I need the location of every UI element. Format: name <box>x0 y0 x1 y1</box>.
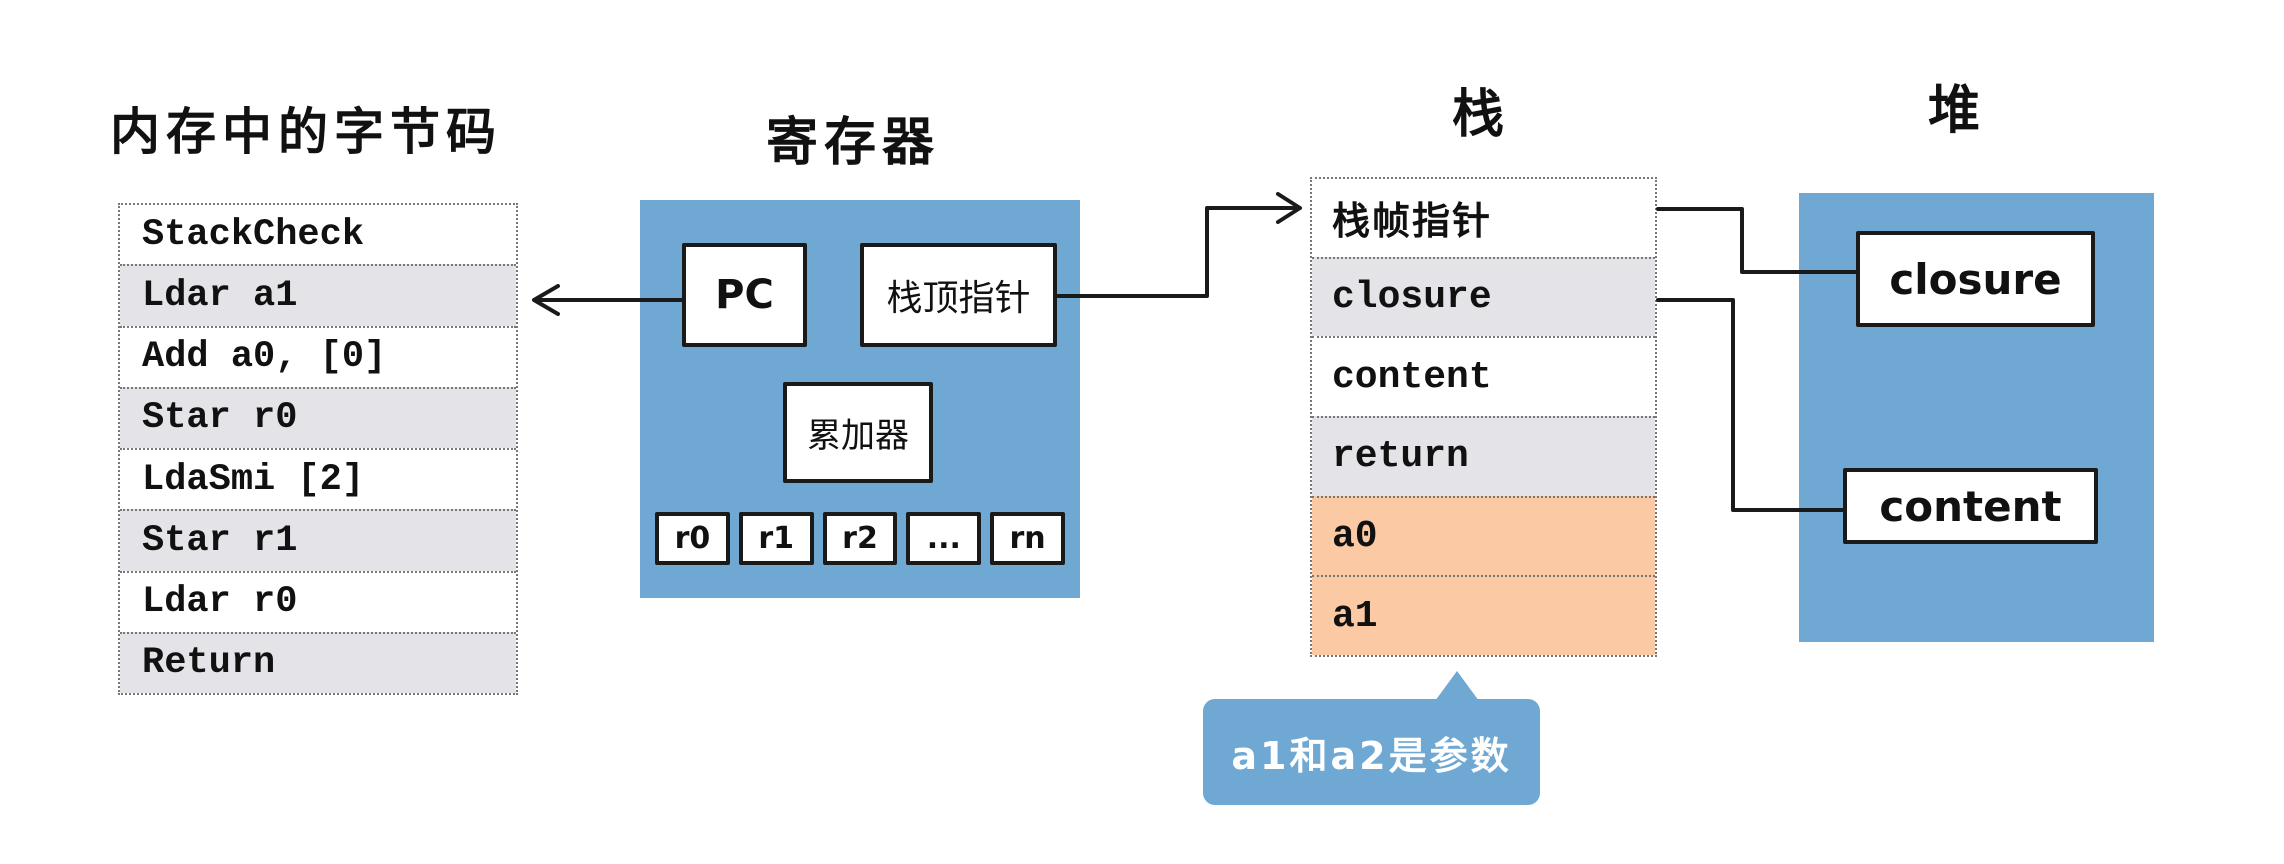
bytecode-section-title: 内存中的字节码 <box>110 103 502 161</box>
heap-closure-object: closure <box>1856 231 2095 327</box>
bytecode-row: Add a0, [0] <box>120 325 516 387</box>
heap-content-object: content <box>1843 468 2098 544</box>
stack-list: 栈帧指针 closure content return a0 a1 <box>1310 177 1657 657</box>
bytecode-row: StackCheck <box>142 213 365 256</box>
stack-row-a0: a0 <box>1312 495 1655 576</box>
stack-section-title: 栈 <box>1452 85 1511 145</box>
general-register-ellipsis: ... <box>906 512 982 565</box>
parameters-callout: a1和a2是参数 <box>1203 699 1540 805</box>
bytecode-row: Star r0 <box>120 386 516 448</box>
accumulator-register: 累加器 <box>783 382 933 483</box>
bytecode-row: Return <box>120 631 516 693</box>
registers-box: PC 栈顶指针 累加器 r0 r1 r2 ... rn <box>640 200 1080 598</box>
stack-row-return: return <box>1312 416 1655 496</box>
bytecode-list: StackCheck Ldar a1 Add a0, [0] Star r0 L… <box>118 203 518 695</box>
stack-row-frame-pointer: 栈帧指针 <box>1332 199 1493 244</box>
general-register: r2 <box>822 512 898 565</box>
stack-row-content: content <box>1312 336 1655 416</box>
general-register: r1 <box>738 512 814 565</box>
callout-pointer-triangle <box>1435 671 1479 701</box>
pc-register: PC <box>682 243 807 347</box>
stack-top-pointer-register: 栈顶指针 <box>860 243 1057 347</box>
stack-top-pointer-to-stack-arrow <box>1055 192 1302 298</box>
bytecode-row: LdaSmi [2] <box>120 448 516 509</box>
general-register: r0 <box>655 512 730 565</box>
general-register: rn <box>990 512 1065 565</box>
general-registers-row: r0 r1 r2 ... rn <box>655 512 1065 565</box>
registers-section-title: 寄存器 <box>766 113 941 173</box>
bytecode-row: Ldar r0 <box>120 570 516 632</box>
bytecode-row: Ldar a1 <box>120 264 516 326</box>
stack-row-closure: closure <box>1312 256 1655 337</box>
bytecode-row: Star r1 <box>120 509 516 571</box>
heap-section-title: 堆 <box>1928 81 1987 141</box>
heap-box: closure content <box>1799 193 2154 642</box>
stack-row-a1: a1 <box>1312 575 1655 656</box>
